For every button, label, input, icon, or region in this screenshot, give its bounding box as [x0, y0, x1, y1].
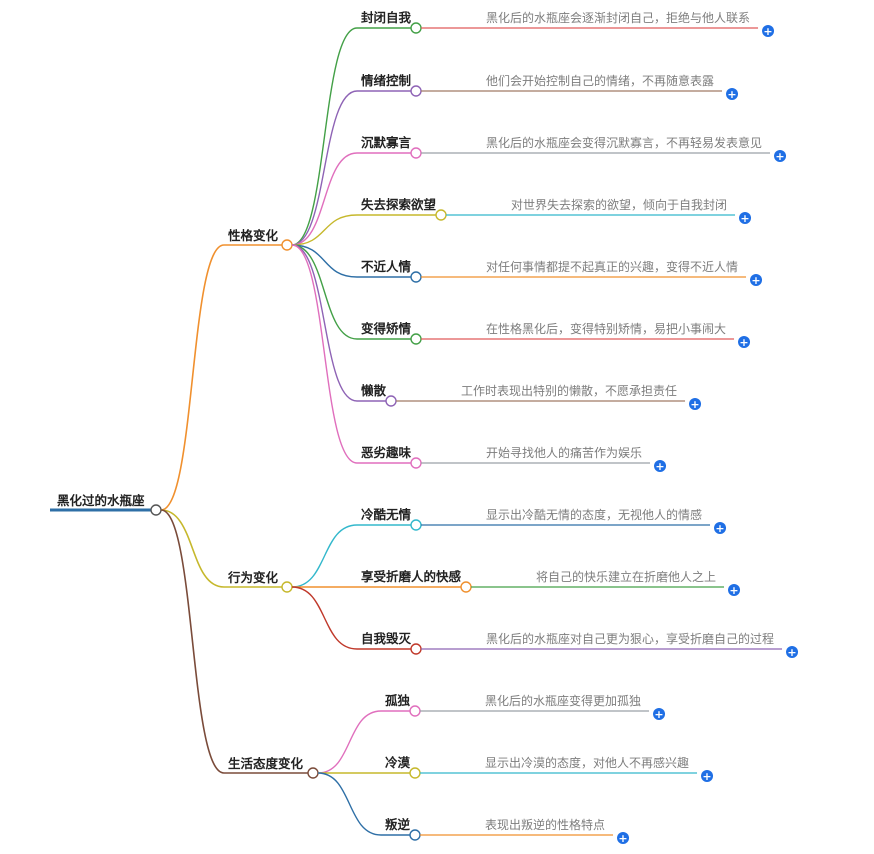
topic-collapse-circle[interactable]: [409, 705, 421, 717]
branch-collapse-circle[interactable]: [281, 581, 293, 593]
topic-collapse-circle[interactable]: [410, 271, 422, 283]
topic-label: 封闭自我: [361, 10, 412, 25]
topic-collapse-circle[interactable]: [460, 581, 472, 593]
branch-label: 行为变化: [227, 570, 279, 585]
branch-collapse-circle[interactable]: [307, 767, 319, 779]
description-text: 工作时表现出特别的懒散，不愿承担责任: [461, 383, 677, 398]
description-text: 显示出冷漠的态度，对他人不再感兴趣: [485, 755, 689, 770]
expand-plus-icon[interactable]: +: [738, 336, 751, 349]
expand-plus-icon[interactable]: +: [728, 584, 741, 597]
expand-plus-icon[interactable]: +: [739, 212, 752, 225]
topic-collapse-circle[interactable]: [409, 829, 421, 841]
description-text: 黑化后的水瓶座变得更加孤独: [485, 693, 641, 708]
branch-collapse-circle[interactable]: [281, 239, 293, 251]
topic-label: 不近人情: [361, 259, 412, 274]
description-text: 他们会开始控制自己的情绪，不再随意表露: [486, 73, 714, 88]
branch-label: 生活态度变化: [228, 756, 304, 771]
svg-text:+: +: [739, 336, 748, 349]
topic-label: 冷酷无情: [361, 507, 412, 522]
topic-collapse-circle[interactable]: [435, 209, 447, 221]
svg-text:+: +: [763, 25, 772, 38]
expand-plus-icon[interactable]: +: [774, 150, 787, 163]
topic-collapse-circle[interactable]: [410, 147, 422, 159]
expand-plus-icon[interactable]: +: [689, 398, 702, 411]
description-text: 对世界失去探索的欲望，倾向于自我封闭: [511, 197, 727, 212]
svg-text:+: +: [702, 770, 711, 783]
topic-collapse-circle[interactable]: [410, 457, 422, 469]
branch-label: 性格变化: [227, 228, 279, 243]
topic-label: 孤独: [385, 693, 411, 708]
topic-label: 冷漠: [385, 755, 411, 770]
svg-text:+: +: [654, 708, 663, 721]
topic-collapse-circle[interactable]: [409, 767, 421, 779]
topic-label: 享受折磨人的快感: [361, 569, 462, 584]
topic-label: 情绪控制: [361, 73, 411, 88]
expand-plus-icon[interactable]: +: [654, 460, 667, 473]
svg-text:+: +: [751, 274, 760, 287]
expand-plus-icon[interactable]: +: [714, 522, 727, 535]
svg-text:+: +: [690, 398, 699, 411]
topic-label: 恶劣趣味: [361, 445, 412, 460]
description-text: 黑化后的水瓶座会逐渐封闭自己，拒绝与他人联系: [486, 10, 750, 25]
svg-text:+: +: [787, 646, 796, 659]
description-text: 显示出冷酷无情的态度，无视他人的情感: [486, 507, 702, 522]
topic-collapse-circle[interactable]: [410, 519, 422, 531]
topic-label: 沉默寡言: [361, 135, 412, 150]
description-text: 黑化后的水瓶座对自己更为狠心，享受折磨自己的过程: [486, 631, 774, 646]
svg-text:+: +: [727, 88, 736, 101]
topic-collapse-circle[interactable]: [385, 395, 397, 407]
svg-text:+: +: [715, 522, 724, 535]
expand-plus-icon[interactable]: +: [617, 832, 630, 845]
svg-text:+: +: [618, 832, 627, 845]
expand-plus-icon[interactable]: +: [701, 770, 714, 783]
root-node-label: 黑化过的水瓶座: [57, 493, 145, 508]
description-text: 对任何事情都提不起真正的兴趣，变得不近人情: [486, 259, 738, 274]
topic-label: 懒散: [361, 383, 387, 398]
svg-text:+: +: [775, 150, 784, 163]
topic-label: 叛逆: [385, 817, 411, 832]
svg-text:+: +: [729, 584, 738, 597]
topic-collapse-circle[interactable]: [410, 333, 422, 345]
topic-collapse-circle[interactable]: [410, 22, 422, 34]
expand-plus-icon[interactable]: +: [786, 646, 799, 659]
root-collapse-circle[interactable]: [150, 504, 162, 516]
description-text: 黑化后的水瓶座会变得沉默寡言，不再轻易发表意见: [486, 135, 762, 150]
topic-label: 自我毁灭: [361, 631, 412, 646]
topic-label: 失去探索欲望: [361, 197, 437, 212]
description-text: 在性格黑化后，变得特别矫情，易把小事闹大: [486, 321, 726, 336]
description-text: 将自己的快乐建立在折磨他人之上: [536, 569, 716, 584]
expand-plus-icon[interactable]: +: [762, 25, 775, 38]
svg-text:+: +: [740, 212, 749, 225]
expand-plus-icon[interactable]: +: [726, 88, 739, 101]
svg-text:+: +: [655, 460, 664, 473]
description-text: 表现出叛逆的性格特点: [485, 817, 605, 832]
topic-collapse-circle[interactable]: [410, 85, 422, 97]
expand-plus-icon[interactable]: +: [750, 274, 763, 287]
expand-plus-icon[interactable]: +: [653, 708, 666, 721]
topic-label: 变得矫情: [361, 321, 412, 336]
description-text: 开始寻找他人的痛苦作为娱乐: [486, 445, 642, 460]
topic-collapse-circle[interactable]: [410, 643, 422, 655]
